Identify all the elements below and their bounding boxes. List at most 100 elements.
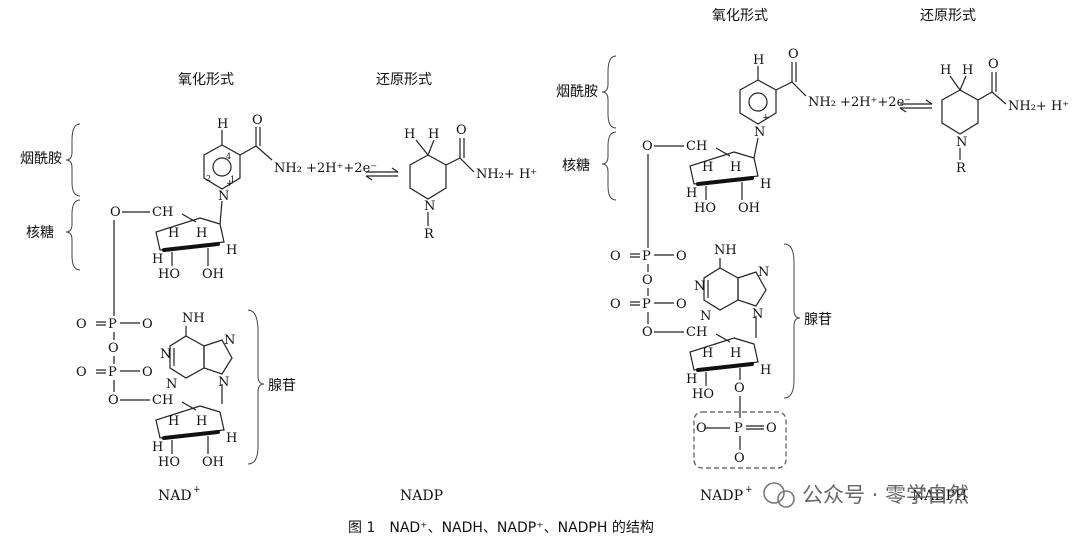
svg-text:P: P [108,365,117,380]
svg-text:H: H [702,346,713,361]
svg-text:H: H [760,177,771,192]
svg-text:H: H [226,243,237,258]
svg-text:H: H [428,127,439,142]
svg-text:N: N [224,333,235,348]
right-pyridinium-ring: H O NH₂ +2H⁺+2e⁻ + N [739,47,911,140]
svg-text:N: N [218,375,229,390]
svg-text:H: H [168,414,179,429]
svg-text:H: H [152,440,163,455]
svg-text:O: O [788,47,799,62]
left-ribose-2: CH H H H H HO OH [152,393,237,470]
adenosine-brace [247,309,265,465]
svg-text:R: R [956,161,967,176]
svg-text:H: H [404,127,415,142]
right-phosphate-chain: P O O O P O O O [610,154,687,340]
watermark-text: 公众号 · 零学自然 [802,483,969,507]
svg-text:O: O [734,381,745,396]
svg-text:N: N [424,199,435,214]
svg-text:O: O [108,341,119,356]
svg-text:H: H [940,63,951,78]
caption-nad: NAD [158,488,192,504]
left-adenosine-label: 腺苷 [268,378,296,394]
left-reduced-label: 还原形式 [376,72,432,88]
svg-text:O: O [610,297,621,312]
svg-text:HO: HO [694,201,716,216]
svg-text:H: H [730,160,741,175]
svg-text:+: + [762,113,770,123]
right-ribose-2: CH H H H H HO O [686,325,771,418]
svg-text:O: O [108,393,119,408]
right-dihydropyridine-ring: H H O NH₂+ H⁺ N R [940,57,1069,176]
wechat-icon [763,482,785,504]
svg-text:H: H [730,346,741,361]
left-adenine: NH N N N N [160,311,235,404]
svg-text:NH₂ +2H⁺+2e⁻: NH₂ +2H⁺+2e⁻ [808,95,911,110]
svg-text:H: H [760,363,771,378]
svg-text:O: O [696,421,707,436]
svg-text:O: O [642,273,653,288]
right-adenosine-label: 腺苷 [804,312,832,328]
svg-text:NH: NH [182,311,205,326]
svg-text:H: H [168,226,179,241]
svg-text:2: 2 [206,174,211,183]
svg-text:P: P [108,317,117,332]
left-pyridinium-ring: H O NH₂ +2H⁺+2e⁻ 4 1 2 + N [203,113,377,204]
svg-text:H: H [226,431,237,446]
left-ribose-1: O CH H H H H HO OH [110,200,237,282]
watermark: 公众号 · 零学自然 [763,482,969,508]
svg-text:H: H [196,414,207,429]
svg-text:OH: OH [202,267,224,282]
svg-text:+: + [193,485,201,495]
svg-text:H: H [196,226,207,241]
svg-text:NH₂ +2H⁺+2e⁻: NH₂ +2H⁺+2e⁻ [274,161,377,176]
svg-text:H: H [686,372,697,387]
svg-text:P: P [642,249,651,264]
svg-text:N: N [752,307,763,322]
right-ribose-label: 核糖 [562,158,590,174]
svg-text:O: O [642,139,653,154]
svg-text:H: H [686,186,697,201]
caption-nadp-plus: NADP [700,488,743,504]
svg-text:O: O [252,113,263,128]
left-phosphate-chain: P O O O P O O O [76,220,153,408]
left-oxidized-label: 氧化形式 [178,72,234,88]
caption-nadp: NADP [400,488,443,504]
svg-text:N: N [758,265,769,280]
right-oxidized-label: 氧化形式 [712,8,768,24]
right-panel: 氧化形式 还原形式 烟酰胺 核糖 腺苷 H O NH₂ +2H⁺+2e⁻ + N [556,8,1069,504]
svg-text:NH: NH [714,243,737,258]
svg-text:O: O [676,249,687,264]
svg-text:NH₂+ H⁺: NH₂+ H⁺ [476,167,537,182]
svg-text:O: O [610,249,621,264]
svg-text:N: N [218,189,229,204]
svg-text:CH: CH [686,325,707,340]
svg-text:N: N [956,135,967,150]
right-ribose-1: O CH H H H H HO OH [642,137,771,216]
svg-text:O: O [76,317,87,332]
svg-text:H: H [152,252,163,267]
figure-caption: 图 1 NAD⁺、NADH、NADP⁺、NADPH 的结构 [348,520,654,536]
svg-text:N: N [694,279,705,294]
left-panel: 氧化形式 还原形式 烟酰胺 核糖 腺苷 H O NH₂ +2H⁺+2e⁻ 4 1… [20,72,537,504]
svg-text:H: H [962,63,973,78]
svg-text:H: H [702,160,713,175]
svg-text:H: H [753,53,764,68]
svg-text:P: P [734,421,743,436]
left-ribose-label: 核糖 [26,225,54,241]
svg-text:OH: OH [202,455,224,470]
left-dihydropyridine-ring: H H O NH₂+ H⁺ N R [404,123,537,242]
svg-text:O: O [642,325,653,340]
svg-text:HO: HO [692,387,714,402]
svg-text:R: R [424,227,435,242]
svg-text:O: O [766,421,777,436]
svg-text:N: N [160,347,171,362]
right-reduced-label: 还原形式 [920,8,976,24]
svg-text:P: P [642,297,651,312]
svg-text:O: O [676,297,687,312]
left-nicotinamide-label: 烟酰胺 [20,151,62,167]
svg-text:HO: HO [158,267,180,282]
svg-text:O: O [734,451,745,466]
svg-text:H: H [217,117,228,132]
